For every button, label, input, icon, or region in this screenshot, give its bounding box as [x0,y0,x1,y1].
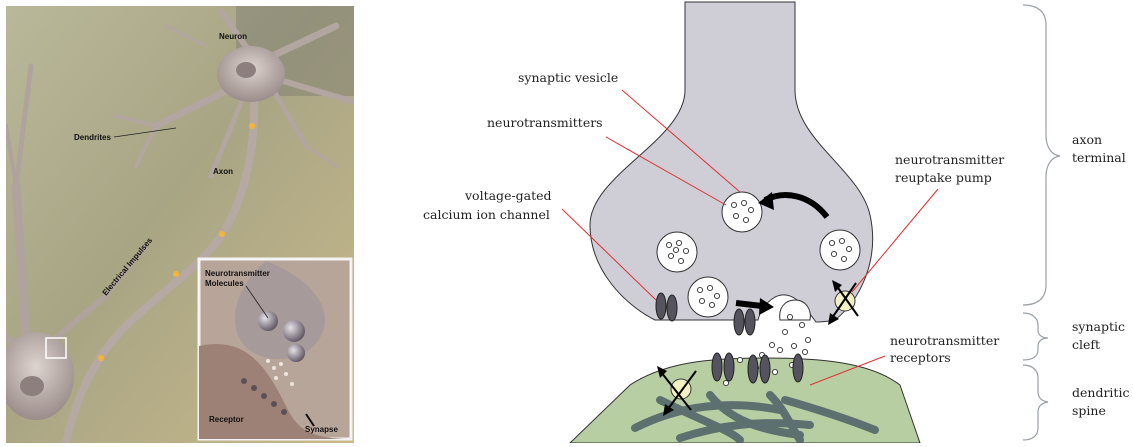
label-neuron: Neuron [219,32,247,41]
vesicle-top [722,192,762,232]
label-axon-terminal-2: terminal [1072,150,1126,165]
label-spine-2: spine [1072,403,1106,418]
label-spine-1: dendritic [1072,385,1129,400]
label-cleft-2: cleft [1072,337,1100,352]
label-cleft-1: synaptic [1072,319,1125,334]
label-axon: Axon [213,167,233,176]
synapse-diagram: synaptic vesicle neurotransmitters volta… [380,0,1133,443]
neuron-illustration: Neuron Dendrites Axon Electrical Impulse… [6,6,354,443]
label-nt-molecules-1: Neurotransmitter [205,269,270,278]
label-receptors-1: neurotransmitter [890,333,999,348]
label-vgcc-1: voltage-gated [464,188,552,203]
vesicle-bottom [688,277,728,317]
label-reuptake-1: neurotransmitter [895,152,1004,167]
label-receptor: Receptor [209,415,244,424]
label-synaptic-vesicle: synaptic vesicle [518,70,618,85]
label-receptors-2: receptors [890,350,951,365]
label-nt-molecules-2: Molecules [205,279,244,288]
label-reuptake-2: reuptake pump [895,170,992,185]
vesicle-left [657,232,697,272]
label-synapse: Synapse [305,425,338,434]
label-vgcc-2: calcium ion channel [423,207,550,222]
axon-terminal-shape [590,2,873,322]
label-neurotransmitters: neurotransmitters [487,115,603,130]
label-axon-terminal-1: axon [1072,132,1102,147]
label-dendrites: Dendrites [74,133,111,142]
vesicle-right [820,230,860,270]
region-braces [1023,5,1060,440]
exocytosis-arrow [736,303,762,306]
